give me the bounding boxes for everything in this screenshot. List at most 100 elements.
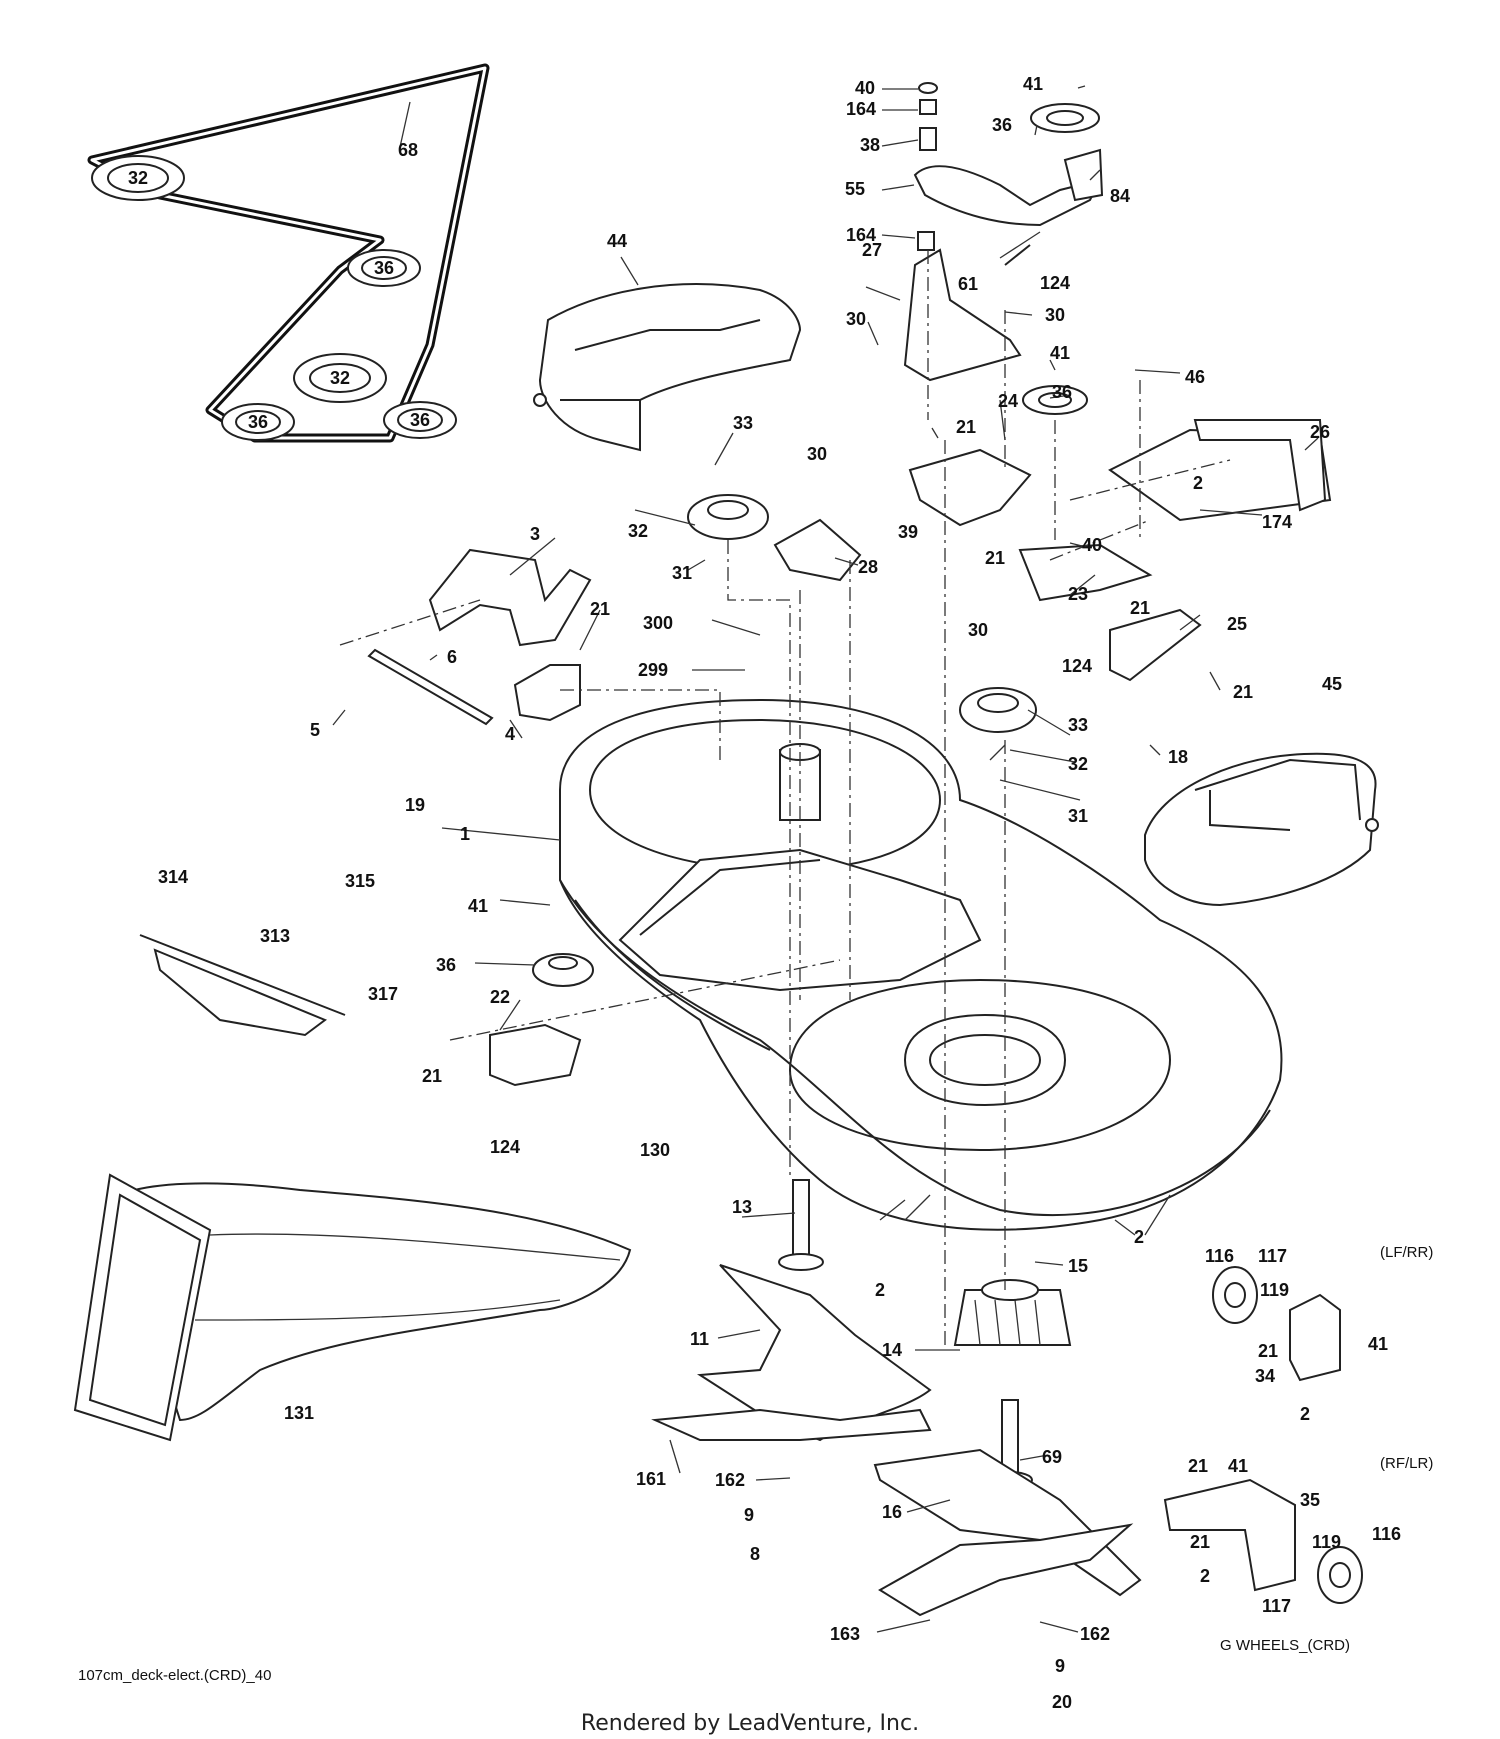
callout: 2 bbox=[1300, 1404, 1310, 1424]
callout: 31 bbox=[672, 563, 692, 583]
callout: 161 bbox=[636, 1469, 666, 1489]
callout: 300 bbox=[643, 613, 673, 633]
callout: 130 bbox=[640, 1140, 670, 1160]
callout: 18 bbox=[1168, 747, 1188, 767]
callout: 2 bbox=[1200, 1566, 1210, 1586]
callout: 21 bbox=[1233, 682, 1253, 702]
callout: 33 bbox=[733, 413, 753, 433]
variant-label-rf-lr: (RF/LR) bbox=[1380, 1455, 1433, 1472]
belt-routing-diagram: 32 36 32 36 36 bbox=[87, 63, 490, 443]
callout: 40 bbox=[1082, 535, 1102, 555]
belt-cover-left bbox=[533, 283, 802, 452]
callout: 299 bbox=[638, 660, 668, 680]
assembly-dashed-lines bbox=[339, 250, 1231, 1350]
callout: 40 bbox=[855, 78, 875, 98]
belt-cover-right bbox=[1144, 752, 1379, 907]
callout: 21 bbox=[1258, 1341, 1278, 1361]
callout: 313 bbox=[260, 926, 290, 946]
callout: 44 bbox=[607, 231, 627, 251]
belt-pulley: 32 bbox=[293, 353, 387, 403]
belt-pulley: 32 bbox=[91, 155, 185, 201]
drawing-id: 107cm_deck-elect.(CRD)_40 bbox=[78, 1667, 271, 1684]
part-callouts: 68 44 40 164 38 55 164 27 30 41 36 84 12… bbox=[158, 74, 1401, 1712]
callout: 1 bbox=[460, 824, 470, 844]
callout: 30 bbox=[846, 309, 866, 329]
gauge-wheel-lf-rr bbox=[1212, 1266, 1341, 1382]
callout: 32 bbox=[628, 521, 648, 541]
callout: 13 bbox=[732, 1197, 752, 1217]
callout: 124 bbox=[1062, 656, 1092, 676]
callout: 26 bbox=[1310, 422, 1330, 442]
callout: 116 bbox=[1372, 1524, 1401, 1544]
callout: 163 bbox=[830, 1624, 860, 1644]
variant-label-wheels: G WHEELS_(CRD) bbox=[1220, 1637, 1350, 1654]
callout: 25 bbox=[1227, 614, 1247, 634]
callout: 16 bbox=[882, 1502, 902, 1522]
left-spindle-and-blade bbox=[651, 1179, 932, 1442]
belt-pulley-label: 36 bbox=[248, 412, 268, 432]
callout: 11 bbox=[690, 1329, 709, 1349]
callout: 117 bbox=[1262, 1596, 1291, 1616]
callout: 27 bbox=[862, 240, 882, 260]
belt-pulley-label: 36 bbox=[410, 410, 430, 430]
callout: 2 bbox=[875, 1280, 885, 1300]
belt-pulley-label: 32 bbox=[330, 368, 350, 388]
callout: 24 bbox=[998, 391, 1018, 411]
right-spindle-and-blade bbox=[873, 1279, 1142, 1617]
callout: 68 bbox=[398, 140, 418, 160]
callout: 21 bbox=[422, 1066, 442, 1086]
callout: 21 bbox=[1188, 1456, 1208, 1476]
callout: 41 bbox=[1228, 1456, 1248, 1476]
belt-pulley: 36 bbox=[383, 401, 457, 439]
callout: 41 bbox=[1023, 74, 1043, 94]
callout: 119 bbox=[1312, 1532, 1341, 1552]
callout: 164 bbox=[846, 99, 876, 119]
callout: 35 bbox=[1300, 1490, 1320, 1510]
callout: 117 bbox=[1258, 1246, 1287, 1266]
callout: 22 bbox=[490, 987, 510, 1007]
callout: 38 bbox=[860, 135, 880, 155]
callout: 69 bbox=[1042, 1447, 1062, 1467]
footer-credit: Rendered by LeadVenture, Inc. bbox=[581, 1711, 919, 1736]
mower-deck-housing bbox=[559, 698, 1283, 1231]
callout: 162 bbox=[715, 1470, 745, 1490]
variant-label-lf-rr: (LF/RR) bbox=[1380, 1244, 1433, 1261]
callout: 9 bbox=[1055, 1656, 1065, 1676]
callout: 2 bbox=[1193, 473, 1203, 493]
callout: 20 bbox=[1052, 1692, 1072, 1712]
callout: 32 bbox=[1068, 754, 1088, 774]
callout: 2 bbox=[1134, 1227, 1144, 1247]
idler-arm-assembly bbox=[687, 82, 1332, 733]
callout: 23 bbox=[1068, 584, 1088, 604]
callout: 21 bbox=[590, 599, 610, 619]
callout: 8 bbox=[750, 1544, 760, 1564]
callout: 30 bbox=[807, 444, 827, 464]
callout: 41 bbox=[468, 896, 488, 916]
callout: 36 bbox=[436, 955, 456, 975]
callout: 9 bbox=[744, 1505, 754, 1525]
callout: 119 bbox=[1260, 1280, 1289, 1300]
callout: 5 bbox=[310, 720, 320, 740]
callout: 46 bbox=[1185, 367, 1205, 387]
callout: 3 bbox=[530, 524, 540, 544]
callout: 21 bbox=[956, 417, 976, 437]
callout: 4 bbox=[505, 724, 515, 744]
callout: 21 bbox=[985, 548, 1005, 568]
callout: 33 bbox=[1068, 715, 1088, 735]
callout: 30 bbox=[968, 620, 988, 640]
callout: 14 bbox=[882, 1340, 902, 1360]
callout: 162 bbox=[1080, 1624, 1110, 1644]
callout: 84 bbox=[1110, 186, 1130, 206]
callout: 116 bbox=[1205, 1246, 1234, 1266]
callout: 164 bbox=[846, 225, 876, 245]
gauge-wheel-rf-lr bbox=[1163, 1478, 1363, 1604]
leader-lines bbox=[332, 85, 1319, 1633]
callout: 21 bbox=[1190, 1532, 1210, 1552]
belt-pulley-label: 36 bbox=[374, 258, 394, 278]
belt-pulley: 36 bbox=[221, 403, 295, 441]
discharge-chute bbox=[73, 1173, 632, 1442]
callout: 36 bbox=[992, 115, 1012, 135]
left-brackets bbox=[139, 548, 594, 1087]
callout: 31 bbox=[1068, 806, 1088, 826]
callout: 21 bbox=[1130, 598, 1150, 618]
